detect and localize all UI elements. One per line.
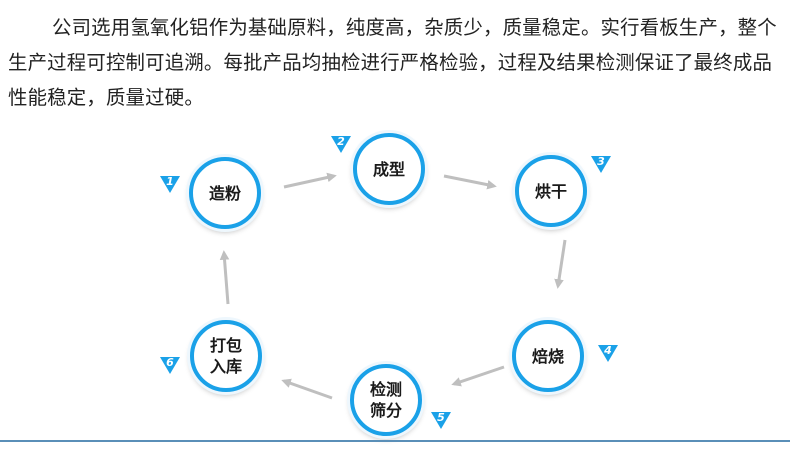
- arrow-4-to-5: [451, 365, 505, 387]
- bottom-divider: [0, 440, 790, 442]
- step-badge-5: 5: [431, 412, 451, 430]
- arrow-1-to-2: [283, 172, 337, 189]
- step-badge-2: 2: [331, 136, 351, 154]
- arrow-2-to-3: [443, 174, 497, 190]
- step-badge-4: 4: [598, 345, 618, 363]
- step-badge-6: 6: [160, 357, 180, 375]
- step-badge-1: 1: [160, 176, 180, 194]
- step-node-4: 焙烧: [512, 320, 584, 392]
- step-node-6: 打包 入库: [190, 320, 262, 392]
- step-node-3: 烘干: [515, 155, 587, 227]
- step-badge-3: 3: [591, 156, 611, 174]
- arrow-6-to-1: [219, 250, 230, 305]
- intro-paragraph: 公司选用氢氧化铝作为基础原料，纯度高，杂质少，质量稳定。实行看板生产，整个生产过…: [8, 16, 777, 109]
- step-node-2: 成型: [353, 133, 425, 205]
- arrow-5-to-6: [281, 378, 333, 400]
- step-node-5: 检测 筛分: [350, 364, 422, 436]
- arrow-3-to-4: [554, 239, 567, 289]
- step-node-1: 造粉: [189, 157, 261, 229]
